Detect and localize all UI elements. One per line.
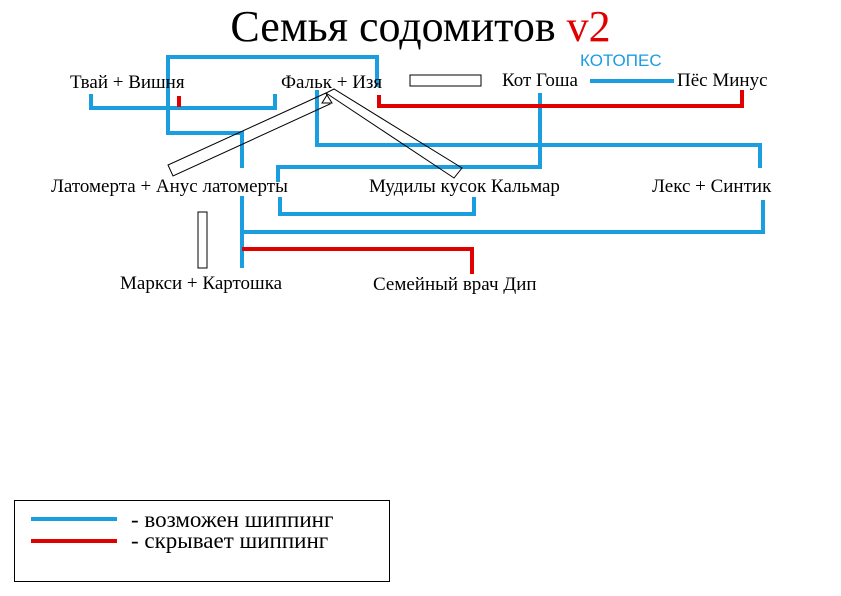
node-vrach-dip: Семейный врач Дип: [373, 274, 537, 295]
connector-falk-gosha: [409, 74, 482, 87]
node-mudily: Мудилы кусок Кальмар: [369, 176, 560, 197]
node-pes-minus: Пёс Минус: [677, 70, 768, 91]
node-marksi-kartoshka: Маркси + Картошка: [120, 273, 283, 294]
hidden-marksi-dip: [242, 247, 474, 274]
title-version: v2: [566, 2, 611, 51]
link-tvai-latomerta: [166, 108, 244, 168]
legend-line-hidden: [31, 539, 117, 543]
legend: - возможен шиппинг - скрывает шиппинг: [14, 500, 390, 582]
link-tvai-falk-top: [166, 55, 379, 108]
title-main: Семья содомитов: [230, 2, 556, 51]
node-kot-gosha: Кот Гоша: [502, 70, 578, 91]
node-tvai-vishnya: Твай + Вишня: [70, 72, 185, 93]
connector-latomerta-marksi: [197, 211, 208, 269]
node-leks-sintik: Лекс + Синтик: [652, 176, 772, 197]
page-title: Семья содомитов v2: [0, 0, 841, 56]
node-falk-izya: Фальк + Изя: [281, 72, 383, 93]
link-gosha-mudily: [276, 93, 542, 182]
legend-text-possible: - возможен шиппинг: [131, 507, 334, 532]
link-tvai-underline: [89, 94, 277, 110]
connector-arrow-tip: [321, 94, 333, 104]
connector-falk-mudily: [325, 88, 463, 179]
link-marksi-leks: [242, 200, 765, 234]
legend-text-hidden: - скрывает шиппинг: [131, 528, 329, 553]
node-latomerta: Латомерта + Анус латомерты: [51, 176, 288, 197]
ship-label-kotopes: КОТОПЕС: [580, 51, 662, 70]
link-latomerta-mudily-bottom: [278, 197, 476, 216]
legend-line-possible: [31, 517, 117, 521]
hidden-izya-pes: [377, 90, 744, 108]
